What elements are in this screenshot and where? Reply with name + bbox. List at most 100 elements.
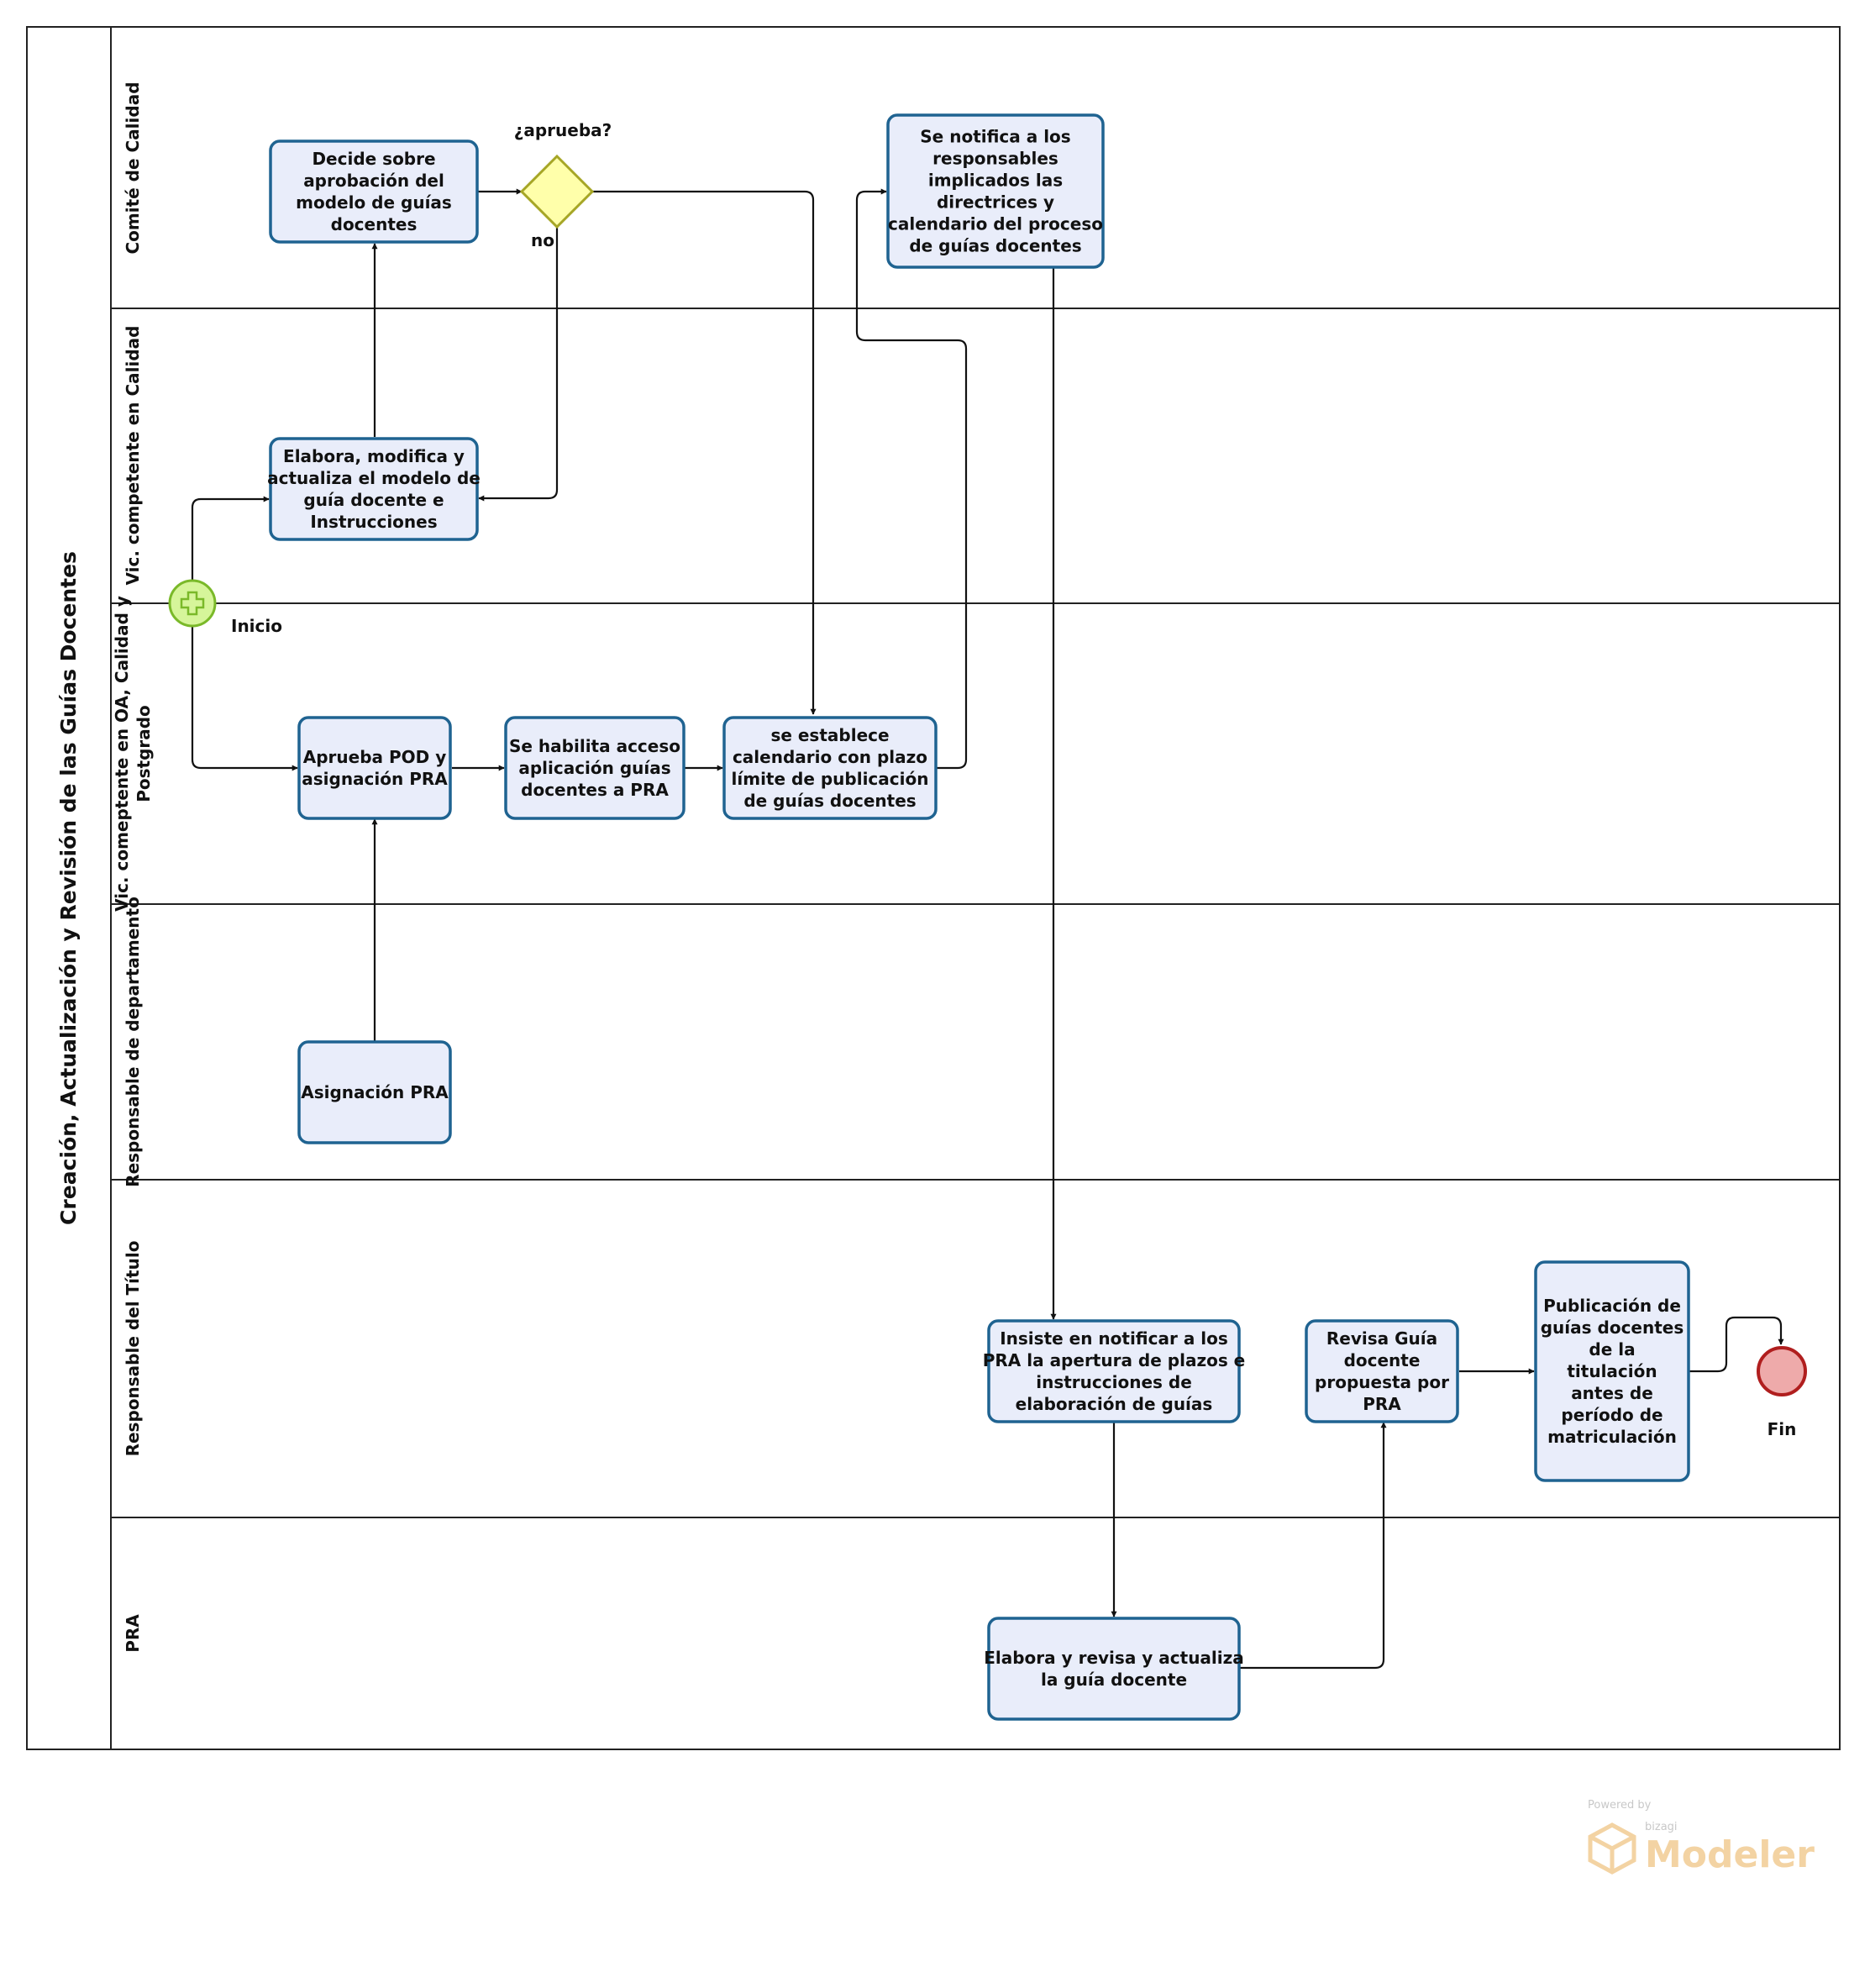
pool-border <box>26 26 1841 1750</box>
flow-publicacion-to-end[interactable] <box>1689 1316 1784 1373</box>
flow-start-to-aprueba-pod[interactable] <box>191 623 298 771</box>
task-label-line: docentes a PRA <box>521 780 669 800</box>
task-label-line: límite de publicación <box>732 769 929 789</box>
task-label-line: Publicación de <box>1543 1296 1681 1316</box>
task-label-line: Elabora y revisa y actualiza <box>984 1648 1244 1668</box>
task-box[interactable] <box>504 716 685 820</box>
pool: Creación, Actualización y Revisión de la… <box>26 26 1841 1750</box>
gateway-diamond-icon[interactable] <box>519 154 595 229</box>
start-event-label: Inicio <box>231 616 282 636</box>
task-label-line: PRA la apertura de plazos e <box>983 1350 1246 1370</box>
task-label-line: modelo de guías <box>296 192 452 213</box>
task-label-line: Se habilita acceso <box>509 736 680 756</box>
task-label-line: período de <box>1561 1405 1663 1425</box>
end-event-circle[interactable] <box>1757 1346 1807 1396</box>
watermark-product: Modeler <box>1645 1833 1815 1876</box>
task-label-line: guía docente e <box>303 490 444 510</box>
task-label-line: docente <box>1344 1350 1421 1370</box>
task-asignacion[interactable]: Asignación PRA <box>297 1040 452 1144</box>
flow-elabora-guia-to-revisa[interactable] <box>1239 1422 1387 1670</box>
task-box[interactable] <box>297 716 452 820</box>
gateway-question-label: ¿aprueba? <box>514 120 612 140</box>
task-label-line: la guía docente <box>1041 1670 1187 1690</box>
end-event[interactable] <box>1757 1346 1807 1396</box>
bizagi-watermark: Powered by bizagi Modeler <box>1588 1799 1815 1876</box>
lane-label-line: PRA <box>123 1614 143 1653</box>
task-label-line: PRA <box>1363 1394 1401 1414</box>
exclusive-gateway[interactable] <box>519 154 595 229</box>
task-label: Asignación PRA <box>301 1082 449 1102</box>
task-box[interactable] <box>987 1319 1241 1423</box>
task-label-line: instrucciones de <box>1036 1372 1192 1392</box>
lane-label-line: Postgrado <box>134 705 154 802</box>
task-label-line: elaboración de guías <box>1016 1394 1213 1414</box>
task-label-line: Asignación PRA <box>301 1082 449 1102</box>
task-label-line: titulación <box>1567 1361 1657 1381</box>
task-label-line: docentes <box>331 214 418 234</box>
task-box[interactable] <box>987 1617 1241 1721</box>
task-label-line: de la <box>1589 1339 1635 1360</box>
task-label-line: Insiste en notificar a los <box>1000 1328 1228 1349</box>
task-box[interactable] <box>1305 1319 1459 1423</box>
task-box[interactable] <box>886 113 1105 269</box>
task-label-line: Instrucciones <box>310 512 437 532</box>
watermark-brand: bizagi <box>1645 1821 1678 1833</box>
task-label-line: se establece <box>770 725 889 745</box>
task-box[interactable] <box>269 437 479 541</box>
task-label-line: antes de <box>1571 1383 1653 1403</box>
task-label-line: actualiza el modelo de <box>267 468 481 488</box>
task-label-line: calendario con plazo <box>733 747 927 767</box>
start-event[interactable] <box>168 579 217 628</box>
task-label-line: aplicación guías <box>518 758 670 778</box>
task-label-line: directrices y <box>937 192 1054 213</box>
task-box[interactable] <box>297 1040 452 1144</box>
task-label-line: de guías docentes <box>909 236 1081 256</box>
task-label-line: Aprueba POD y <box>303 747 447 767</box>
flow-gateway-no-to-elabora-modelo[interactable] <box>478 227 559 502</box>
task-label-line: calendario del proceso <box>888 214 1103 234</box>
lane-label-comite: Comité de Calidad <box>123 82 143 254</box>
task-label-line: matriculación <box>1547 1427 1677 1447</box>
lane-label-line: Vic. competente en Calidad <box>123 326 143 586</box>
lane-label-vic-calidad: Vic. competente en Calidad <box>123 326 143 586</box>
task-box[interactable] <box>269 139 479 244</box>
task-label-line: asignación PRA <box>302 769 448 789</box>
gateway-no-label: no <box>531 230 554 250</box>
watermark-powered-by: Powered by <box>1588 1799 1652 1812</box>
plus-icon <box>180 591 205 616</box>
task-box[interactable] <box>1534 1260 1690 1482</box>
flow-start-to-elabora-modelo[interactable] <box>191 496 270 583</box>
sequence-flows <box>191 188 1784 1670</box>
start-event-circle[interactable] <box>168 579 217 628</box>
task-label-line: de guías docentes <box>743 791 916 811</box>
task-label-line: propuesta por <box>1315 1372 1449 1392</box>
lane-label-pra: PRA <box>123 1614 143 1653</box>
task-box[interactable] <box>722 716 938 820</box>
bizagi-logo-icon <box>1588 1822 1636 1875</box>
task-label-line: guías docentes <box>1541 1317 1684 1338</box>
flow-gateway-yes-to-calendario[interactable] <box>591 190 817 715</box>
lane-label-line: Comité de Calidad <box>123 82 143 254</box>
task-label-line: aprobación del <box>303 171 444 191</box>
flow-calendario-to-notifica[interactable] <box>855 188 968 770</box>
